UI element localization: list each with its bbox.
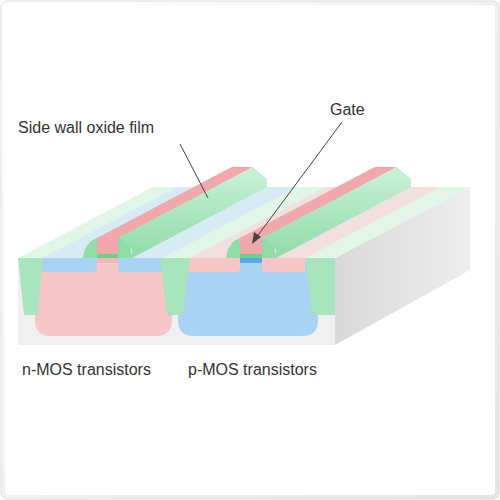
gate-electrode (240, 238, 262, 258)
gate-oxide (97, 254, 118, 258)
n-source-drain (118, 258, 162, 272)
side-wall-oxide (226, 238, 240, 258)
caption-label: p-MOS transistors (188, 360, 317, 379)
arrowhead (252, 232, 261, 244)
channel (97, 258, 118, 263)
leader-line (180, 144, 208, 198)
isolation-trench (305, 258, 335, 315)
p-source-drain (188, 258, 240, 272)
gate-electrode (97, 238, 118, 258)
p-source-drain (262, 258, 305, 272)
side-wall-oxide (118, 167, 267, 258)
leader-line (256, 122, 342, 238)
n-well (178, 262, 318, 336)
part-label: Gate (330, 100, 365, 119)
isolation-trench (18, 258, 42, 315)
n-source-drain (42, 258, 97, 272)
side-wall-oxide (262, 167, 411, 258)
frame-inner (5, 5, 495, 495)
part-label: Side wall oxide film (18, 118, 154, 137)
caption-label: n-MOS transistors (22, 360, 151, 379)
isolation-trench (160, 258, 190, 315)
substrate-front (18, 258, 335, 345)
side-wall-oxide (262, 238, 276, 258)
p-well (35, 262, 172, 336)
side-wall-oxide (118, 238, 132, 258)
channel (240, 258, 262, 263)
side-wall-oxide (83, 238, 97, 258)
gate-oxide (240, 254, 262, 258)
